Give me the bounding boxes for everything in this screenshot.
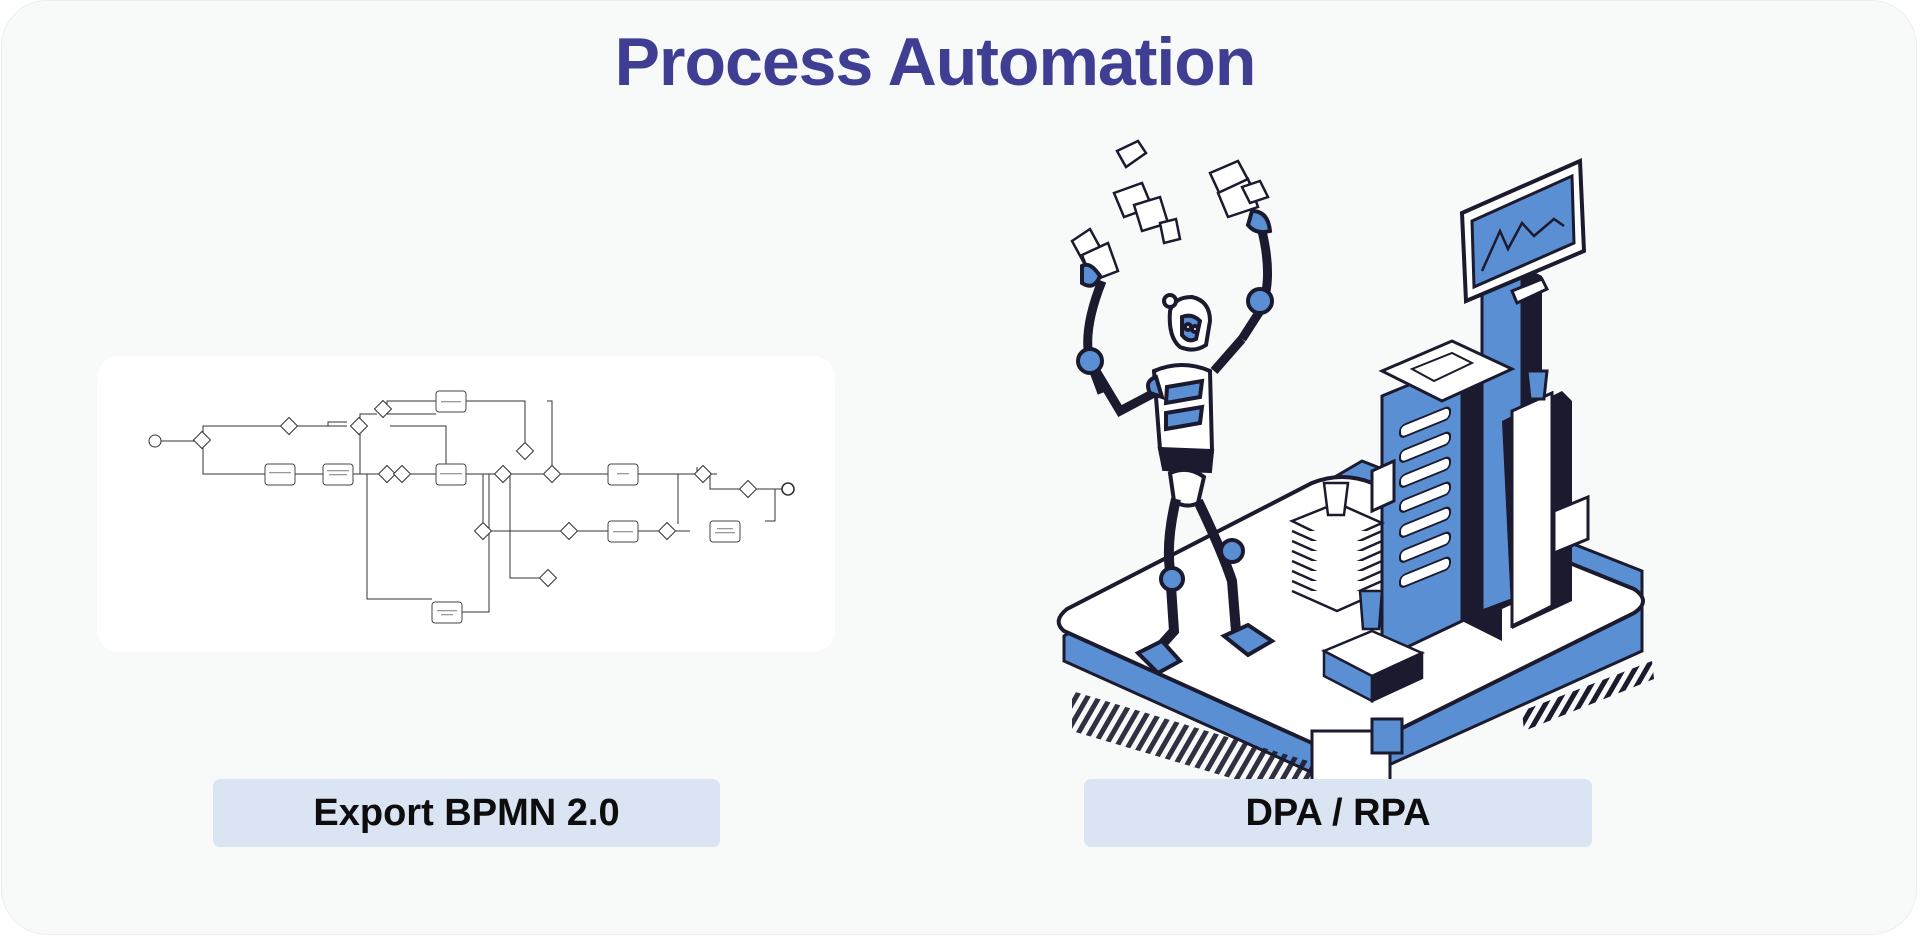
bpmn-task	[607, 463, 639, 486]
bpmn-gateway	[738, 479, 758, 499]
paper-stack	[1288, 481, 1426, 704]
bpmn-diagram-card	[97, 356, 835, 652]
page-title: Process Automation	[614, 24, 1257, 100]
bpmn-task	[435, 463, 467, 486]
dpa-rpa-label: DPA / RPA	[1084, 779, 1592, 847]
bpmn-gateway	[473, 521, 493, 541]
bpmn-gateway	[493, 464, 513, 484]
bpmn-task	[431, 601, 463, 624]
bpmn-gateway	[538, 568, 558, 588]
bpmn-gateway	[657, 521, 677, 541]
export-bpmn-label: Export BPMN 2.0	[213, 779, 720, 847]
bpmn-end-event	[781, 482, 795, 496]
flying-papers	[1070, 139, 1270, 283]
bpmn-gateway	[373, 399, 393, 419]
bpmn-task	[709, 520, 741, 543]
robot	[1076, 208, 1276, 676]
server-tower	[1370, 263, 1590, 662]
bpmn-gateway	[559, 521, 579, 541]
robot-juggling-documents-server-illustration	[1056, 139, 1654, 786]
bpmn-gateway	[542, 464, 562, 484]
bpmn-start-event	[148, 434, 162, 448]
bpmn-gateway	[192, 430, 212, 450]
bpmn-gateway	[349, 416, 369, 436]
bpmn-gateway	[279, 416, 299, 436]
monitor	[1459, 157, 1587, 306]
bpmn-task	[264, 463, 296, 486]
bpmn-gateway	[515, 441, 535, 461]
bpmn-diagram	[148, 390, 795, 624]
bpmn-gateway	[377, 464, 397, 484]
bpmn-gateway	[693, 464, 713, 484]
bpmn-gateway	[392, 464, 412, 484]
